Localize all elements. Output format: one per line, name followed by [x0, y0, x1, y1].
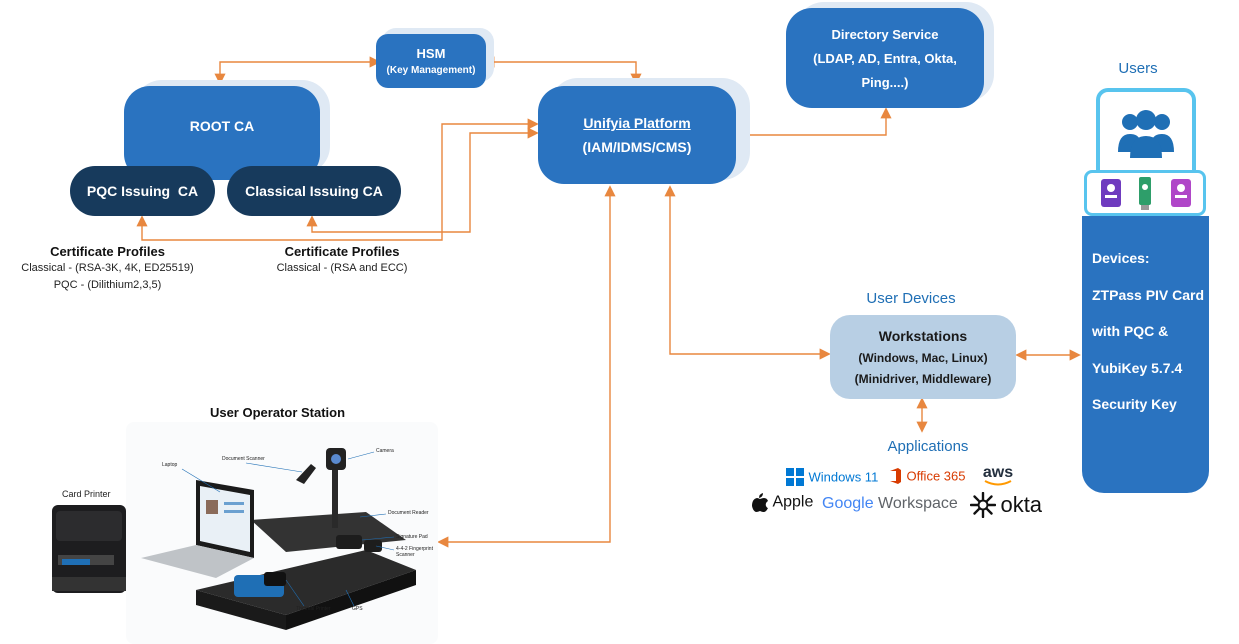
- profiles-right-title: Certificate Profiles: [284, 244, 400, 259]
- users-label: Users: [1118, 60, 1158, 77]
- hsm-title: HSM: [416, 46, 446, 61]
- piv-card-icon: [1101, 179, 1121, 207]
- profiles-right-classical: Classical - (RSA and ECC): [276, 262, 408, 274]
- classical-issuing-ca-node[interactable]: Classical Issuing CA: [227, 166, 401, 216]
- directory-node[interactable]: Directory Service (LDAP, AD, Entra, Okta…: [786, 8, 984, 108]
- apple-logo: Apple: [752, 493, 813, 512]
- aws-smile-icon: [984, 480, 1012, 486]
- workstations-title: Workstations: [878, 328, 968, 344]
- card-printer-icon: [52, 505, 126, 593]
- directory-line1: Directory Service: [831, 26, 939, 42]
- directory-line2: (LDAP, AD, Entra, Okta,: [813, 50, 957, 66]
- workstations-node[interactable]: Workstations (Windows, Mac, Linux) (Mini…: [830, 315, 1016, 399]
- root-ca-node[interactable]: ROOT CA: [124, 86, 320, 180]
- pqc-issuing-ca-label: PQC Issuing CA: [86, 183, 199, 199]
- callout-gps: GPS: [352, 606, 363, 612]
- device-icons-strip: [1084, 170, 1206, 216]
- user-devices-label: User Devices: [866, 290, 956, 307]
- arrow-platform-station: [437, 185, 616, 548]
- devices-line2: ZTPass PIV Card: [1092, 286, 1205, 303]
- callout-signature-pad: Signature Pad: [396, 534, 428, 540]
- platform-subtitle: (IAM/IDMS/CMS): [582, 139, 692, 155]
- callout-fingerprint: 4-4-2 Fingerprint Scanner: [396, 546, 433, 558]
- apple-icon: [752, 493, 768, 512]
- pqc-issuing-ca-node[interactable]: PQC Issuing CA: [70, 166, 215, 216]
- google-workspace-logo: Google Workspace: [822, 495, 958, 513]
- users-card: [1096, 88, 1196, 180]
- okta-label: okta: [1000, 492, 1043, 517]
- case-base: [196, 550, 416, 615]
- devices-line1: Devices:: [1092, 250, 1150, 266]
- classical-issuing-ca-label: Classical Issuing CA: [245, 183, 383, 199]
- callout-camera: Camera: [376, 448, 394, 454]
- aws-logo: aws: [982, 464, 1014, 487]
- profiles-left: Certificate Profiles Classical - (RSA-3K…: [15, 244, 200, 291]
- case-lid: [251, 512, 406, 552]
- users-group-icon: [1118, 110, 1174, 158]
- apple-label: Apple: [772, 493, 814, 511]
- platform-title: Unifyia Platform: [583, 115, 691, 131]
- operator-station-illustration: [141, 448, 416, 630]
- yubikey-icon: [1139, 177, 1151, 210]
- camera-stand: [332, 468, 338, 528]
- applications-label: Applications: [887, 438, 969, 455]
- devices-line3: with PQC &: [1092, 323, 1169, 339]
- devices-line5: Security Key: [1092, 396, 1177, 412]
- office-logo: Office 365: [888, 467, 965, 485]
- windows-label: Windows 11: [808, 469, 879, 485]
- badge-icon: [1171, 179, 1191, 207]
- devices-line4: YubiKey 5.7.4: [1092, 359, 1183, 376]
- callout-thermal-printer: Thermal Printer: [296, 606, 331, 612]
- workspace-label: Workspace: [873, 495, 958, 512]
- devices-panel[interactable]: Devices: ZTPass PIV Card with PQC & Yubi…: [1082, 216, 1209, 493]
- hsm-node[interactable]: HSM (Key Management): [376, 34, 486, 88]
- signature-pad: [336, 535, 362, 549]
- windows-logo: Windows 11: [786, 468, 878, 486]
- profiles-right: Certificate Profiles Classical - (RSA an…: [262, 244, 422, 274]
- directory-line3: Ping....): [861, 74, 909, 90]
- root-ca-label: ROOT CA: [189, 118, 255, 134]
- workstations-software: (Minidriver, Middleware): [854, 372, 992, 386]
- profiles-left-classical: Classical - (RSA-3K, 4K, ED25519): [21, 262, 194, 274]
- aws-label: aws: [982, 464, 1014, 481]
- workstations-os: (Windows, Mac, Linux): [858, 351, 988, 365]
- callout-doc-reader: Document Reader: [388, 510, 429, 516]
- callout-doc-scanner: Document Scanner: [222, 456, 265, 462]
- profiles-left-pqc: PQC - (Dilithium2,3,5): [53, 279, 162, 291]
- office-icon: [890, 467, 901, 484]
- platform-node[interactable]: Unifyia Platform (IAM/IDMS/CMS): [538, 86, 736, 184]
- scanner-arm: [296, 464, 316, 484]
- card-printer-label: Card Printer: [62, 489, 111, 499]
- laptop-base: [141, 545, 254, 578]
- arrow-hsm-platform: [483, 56, 642, 85]
- profiles-left-title: Certificate Profiles: [50, 244, 165, 259]
- google-label: Google: [822, 495, 874, 512]
- hsm-subtitle: (Key Management): [386, 65, 476, 76]
- arrow-platform-directory: [737, 107, 892, 141]
- okta-sunburst-icon: [969, 491, 997, 519]
- arrow-platform-workstations: [664, 185, 831, 360]
- fingerprint-scanner: [364, 540, 382, 552]
- office-label: Office 365: [906, 468, 966, 484]
- device-icons: [1101, 177, 1191, 210]
- arrow-hsm-rootca: [214, 56, 381, 85]
- station-title: User Operator Station: [209, 405, 346, 420]
- okta-logo: okta: [969, 491, 1043, 519]
- callout-laptop: Laptop: [162, 462, 178, 468]
- windows-icon: [786, 468, 804, 486]
